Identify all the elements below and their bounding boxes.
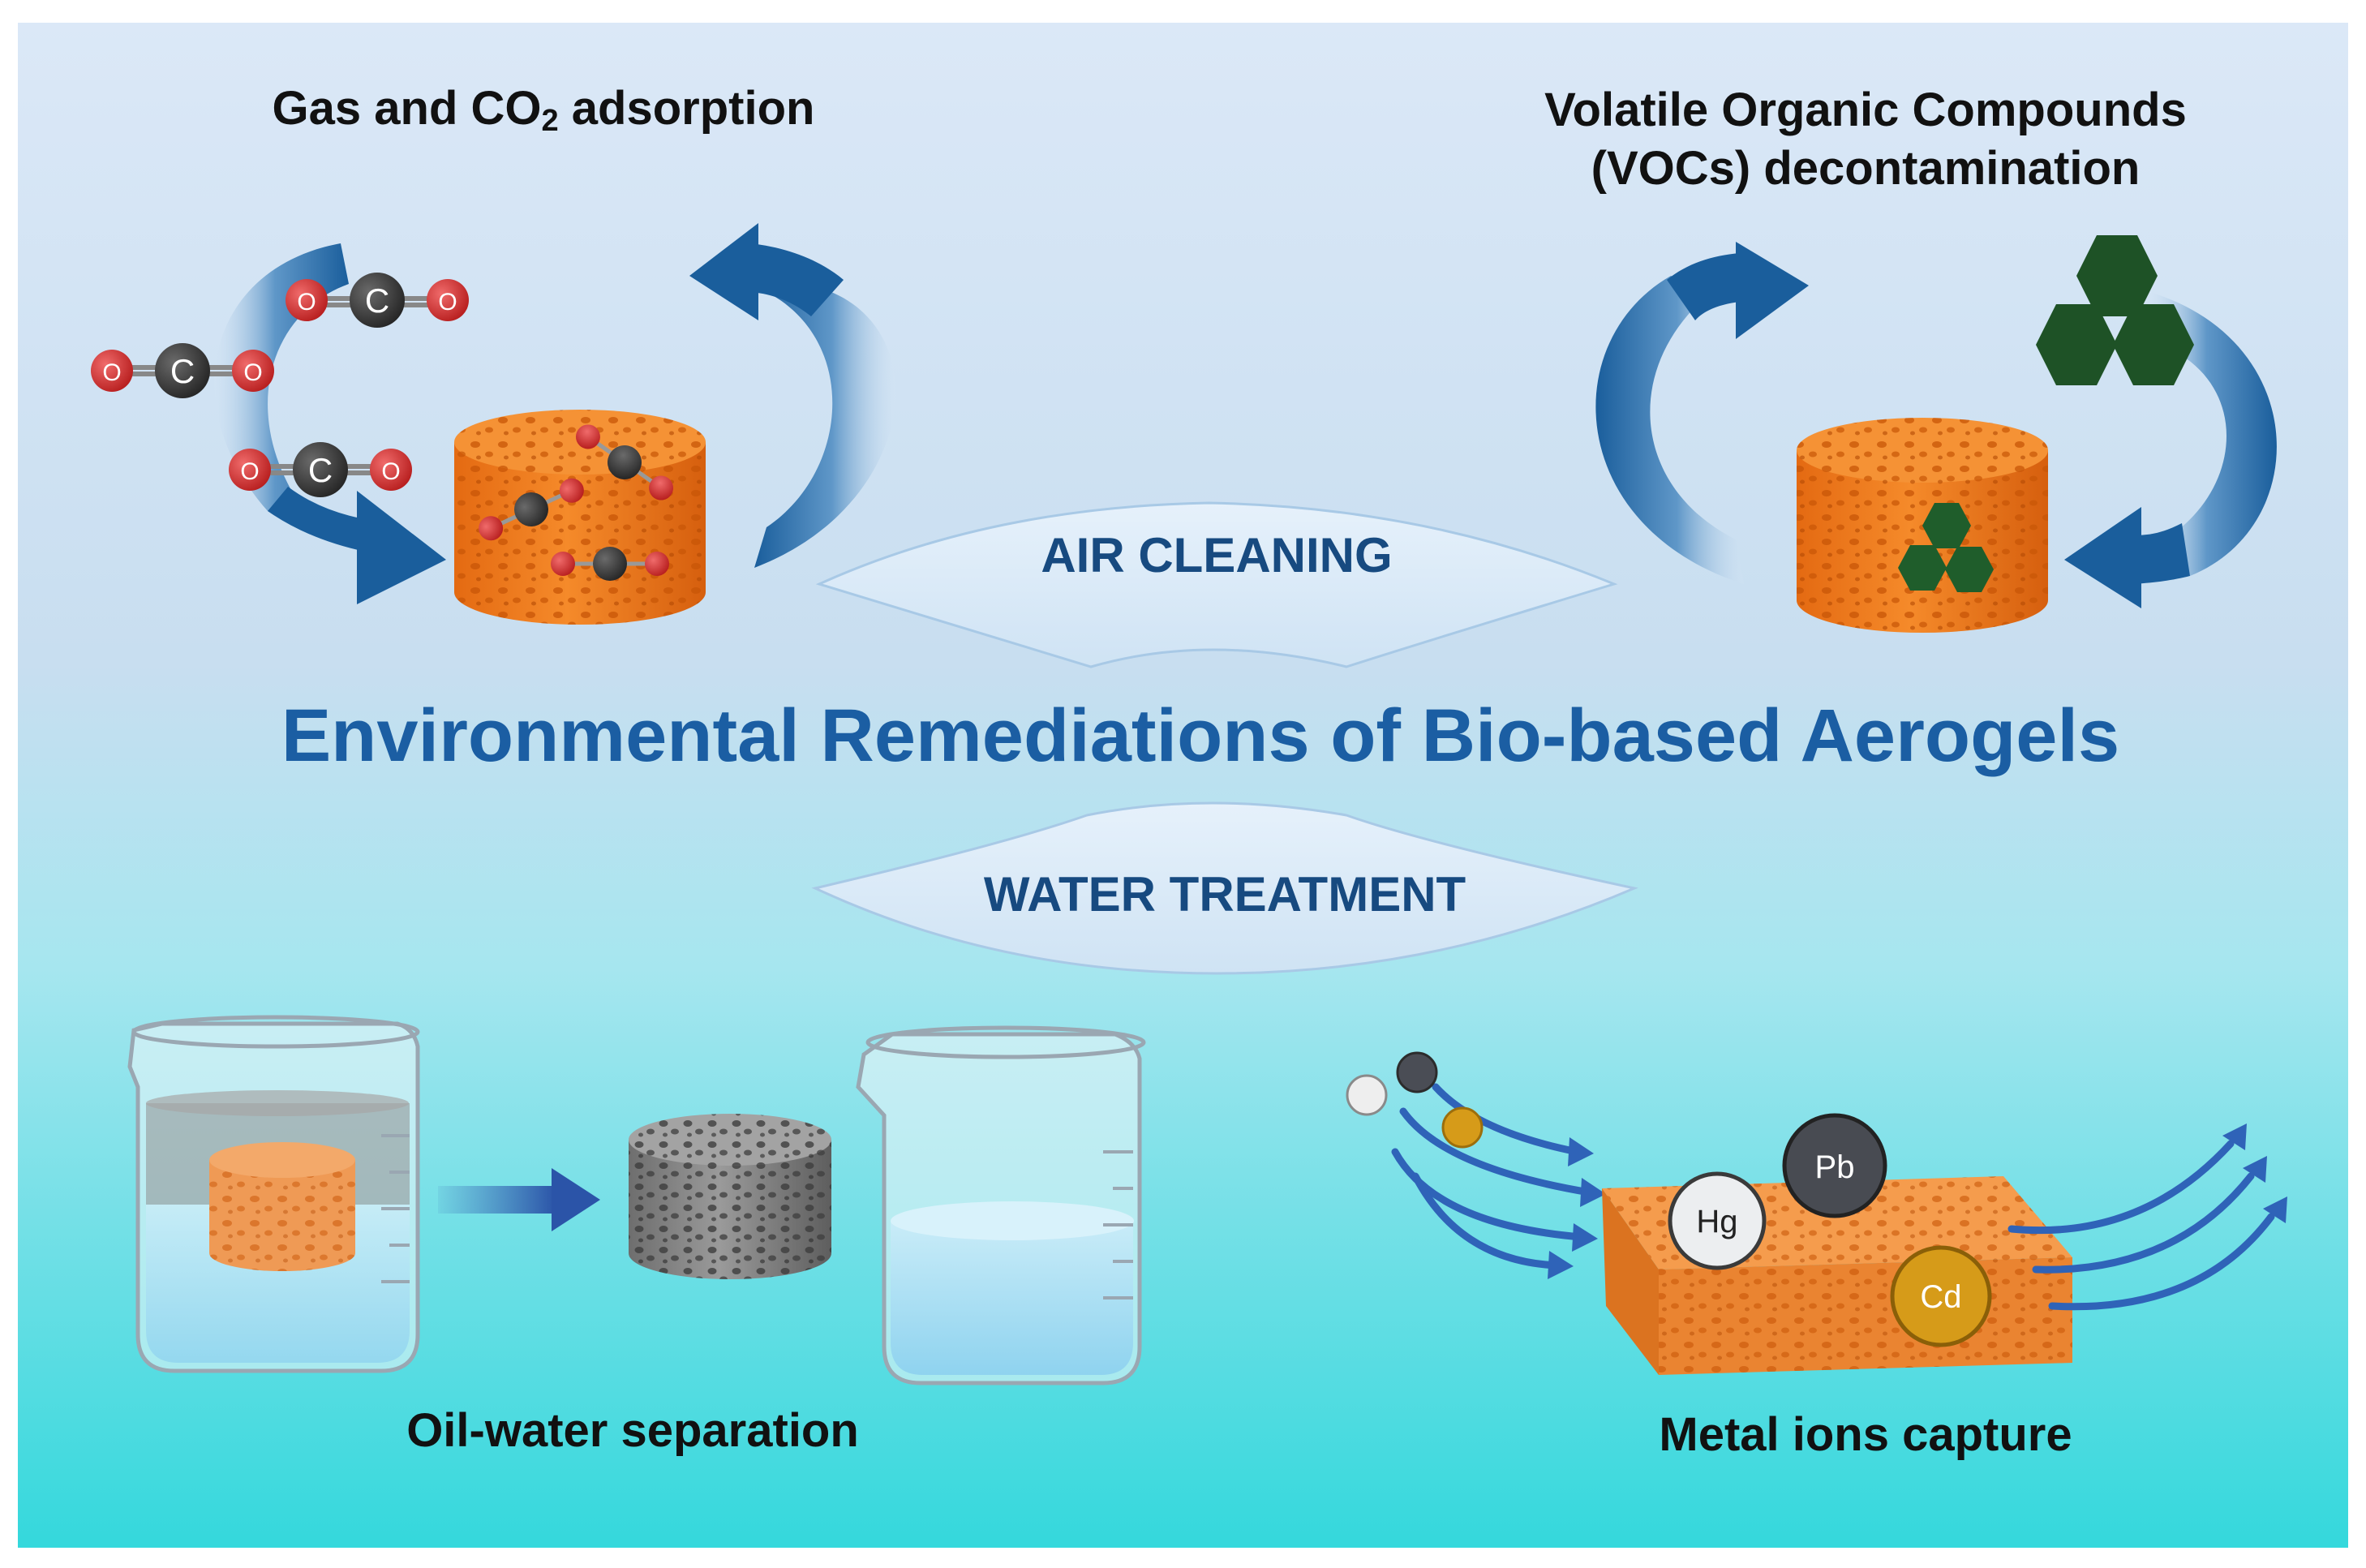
cd-label: Cd	[1920, 1279, 1961, 1315]
co2-molecule	[91, 343, 274, 398]
beaker-with-oil	[127, 1015, 420, 1373]
beaker-clean-water	[856, 1025, 1146, 1385]
air-cleaning-banner	[815, 501, 1618, 668]
adsorbed-voc-molecule	[1898, 503, 1994, 592]
cd-ion: Cd	[1890, 1245, 1992, 1347]
atom-labels: O C O O C O O C O	[102, 281, 457, 489]
oxygen-label: O	[438, 289, 457, 316]
free-ion-dark	[1396, 1051, 1438, 1093]
voc-label-line2: (VOCs) decontamination	[1591, 142, 2141, 195]
metal-outflow-arrowheads	[2222, 1123, 2287, 1223]
adsorbed-co2-molecules	[479, 424, 674, 581]
oxygen-label: O	[240, 458, 259, 485]
air-cleaning-text: AIR CLEANING	[1041, 528, 1393, 582]
metal-ions-capture-label: Metal ions capture	[1659, 1408, 2072, 1461]
metal-inflow-streams	[1391, 1083, 1594, 1269]
oxygen-label: O	[297, 289, 316, 316]
free-ion-gold	[1441, 1106, 1484, 1149]
pb-ion: Pb	[1782, 1113, 1887, 1218]
metal-inflow-arrowheads	[1548, 1137, 1606, 1279]
co2-molecule	[229, 442, 412, 497]
carbon-label: C	[170, 352, 195, 390]
hg-label: Hg	[1696, 1204, 1737, 1239]
voc-molecule	[2036, 235, 2194, 385]
used-aerogel-gray	[629, 1114, 831, 1279]
oxygen-label: O	[243, 359, 262, 386]
carbon-label: C	[365, 281, 389, 320]
aerogel-cylinder-voc	[1797, 418, 2048, 633]
water-treatment-banner	[811, 801, 1638, 975]
voc-cycle-arrow-left	[1595, 242, 1809, 584]
free-ion-light	[1346, 1074, 1388, 1116]
voc-decontamination-label: Volatile Organic Compounds (VOCs) decont…	[1444, 81, 2287, 198]
co2-molecule	[286, 273, 469, 328]
carbon-label: C	[308, 451, 333, 489]
water-treatment-text: WATER TREATMENT	[983, 867, 1466, 921]
voc-label-line1: Volatile Organic Compounds	[1544, 84, 2187, 136]
pb-label: Pb	[1815, 1149, 1855, 1185]
gas-co2-adsorption-label: Gas and CO2 adsorption	[272, 82, 815, 138]
hg-ion: Hg	[1668, 1171, 1767, 1270]
oil-soaked-aerogel	[209, 1142, 355, 1271]
oil-water-separation-label: Oil-water separation	[406, 1404, 859, 1457]
main-title: Environmental Remediations of Bio-based …	[281, 694, 2120, 777]
oxygen-label: O	[381, 458, 400, 485]
co2-cycle-arrow	[689, 223, 896, 568]
separation-arrow	[438, 1168, 600, 1231]
voc-cycle-arrow-right	[2064, 292, 2277, 608]
metal-outflow-streams	[2007, 1140, 2275, 1311]
oxygen-label: O	[102, 359, 121, 386]
